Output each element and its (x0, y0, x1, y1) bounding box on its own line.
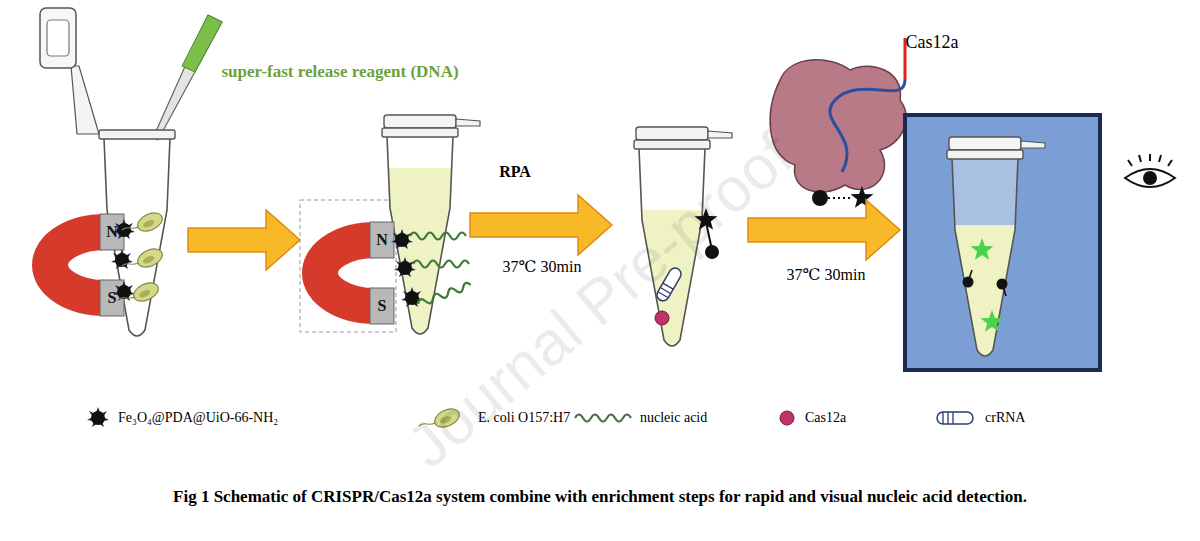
reagent-label: super-fast release reagent (DNA) (221, 62, 458, 82)
eye-symbol (1125, 154, 1175, 187)
magnet-frame (300, 200, 396, 332)
legend-label: nucleic acid (640, 410, 707, 426)
process-arrow (470, 195, 612, 255)
figure-caption: Fig 1 Schematic of CRISPR/Cas12a system … (173, 487, 1027, 507)
open-tube (40, 8, 175, 336)
pipette (153, 15, 222, 140)
step-label: RPA (499, 163, 531, 181)
cas12a-symbol (655, 311, 669, 325)
enzyme-label: Cas12a (906, 32, 959, 53)
process-arrow (748, 200, 900, 260)
magnet (50, 214, 124, 316)
condition-label: 37℃ 30min (503, 257, 582, 276)
process-arrow (188, 210, 300, 270)
condition-label: 37℃ 30min (787, 265, 866, 284)
pole-letter: N (376, 231, 388, 249)
legend-label: Cas12a (805, 410, 846, 426)
captured-nucleic-acid (391, 229, 472, 307)
fluorescent-tube (947, 137, 1045, 356)
pole-letter: N (106, 223, 118, 241)
readout-panel (905, 115, 1100, 370)
legend-label: Fe₃O₄@PDA@UiO-66-NH₂ (118, 410, 278, 426)
magnetic-particles (111, 209, 165, 304)
tube-with-lysate (382, 115, 480, 334)
pole-letter: S (108, 289, 117, 307)
legend-label: E. coli O157:H7 (478, 410, 570, 426)
watermark: Journal Pre-proof (394, 119, 807, 481)
legend-symbols (87, 405, 973, 430)
legend-label: crRNA (985, 410, 1025, 426)
magnet (320, 222, 394, 324)
pole-letter: S (378, 297, 387, 315)
cleaved-reporter (963, 238, 1008, 332)
